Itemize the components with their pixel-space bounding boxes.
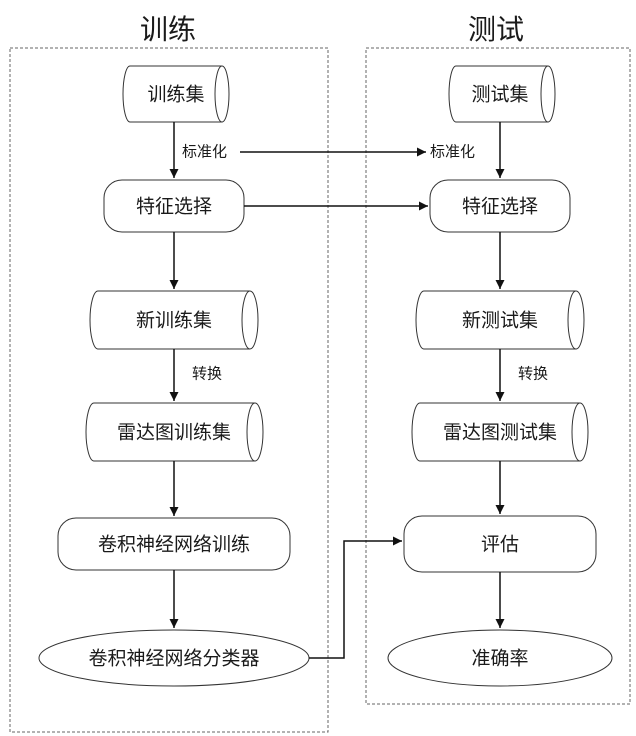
train-feature-selection-node: 特征选择 bbox=[104, 180, 244, 232]
test-radar-dataset-label: 雷达图测试集 bbox=[443, 422, 557, 444]
train-dataset-node: 训练集 bbox=[123, 66, 229, 122]
edge-classifier-to-evaluate bbox=[309, 541, 402, 658]
train-panel-title: 训练 bbox=[140, 13, 196, 46]
train-new-dataset-label: 新训练集 bbox=[136, 310, 212, 332]
test-dataset-label: 测试集 bbox=[471, 84, 528, 106]
train-dataset-label: 训练集 bbox=[147, 84, 204, 106]
train-convert-label: 转换 bbox=[192, 365, 222, 383]
train-normalize-label: 标准化 bbox=[182, 143, 227, 161]
cnn-classifier-label: 卷积神经网络分类器 bbox=[88, 648, 259, 670]
test-feature-selection-label: 特征选择 bbox=[462, 196, 538, 218]
test-radar-dataset-node: 雷达图测试集 bbox=[412, 403, 588, 461]
cnn-training-node: 卷积神经网络训练 bbox=[58, 518, 290, 570]
accuracy-label: 准确率 bbox=[471, 648, 528, 670]
train-new-dataset-node: 新训练集 bbox=[90, 291, 258, 349]
test-new-dataset-node: 新测试集 bbox=[416, 291, 584, 349]
train-radar-dataset-node: 雷达图训练集 bbox=[86, 403, 263, 461]
test-feature-selection-node: 特征选择 bbox=[430, 180, 570, 232]
test-panel bbox=[366, 48, 630, 704]
test-panel-title: 测试 bbox=[468, 13, 524, 46]
cnn-classifier-node: 卷积神经网络分类器 bbox=[39, 630, 309, 686]
test-normalize-label: 标准化 bbox=[430, 143, 475, 161]
evaluate-label: 评估 bbox=[481, 534, 519, 556]
test-convert-label: 转换 bbox=[518, 365, 548, 383]
evaluate-node: 评估 bbox=[404, 516, 596, 572]
test-new-dataset-label: 新测试集 bbox=[462, 310, 538, 332]
test-dataset-node: 测试集 bbox=[449, 66, 555, 122]
train-panel bbox=[10, 48, 328, 732]
accuracy-node: 准确率 bbox=[388, 630, 612, 686]
train-feature-selection-label: 特征选择 bbox=[136, 196, 212, 218]
cnn-training-label: 卷积神经网络训练 bbox=[98, 534, 250, 556]
train-radar-dataset-label: 雷达图训练集 bbox=[117, 422, 231, 444]
